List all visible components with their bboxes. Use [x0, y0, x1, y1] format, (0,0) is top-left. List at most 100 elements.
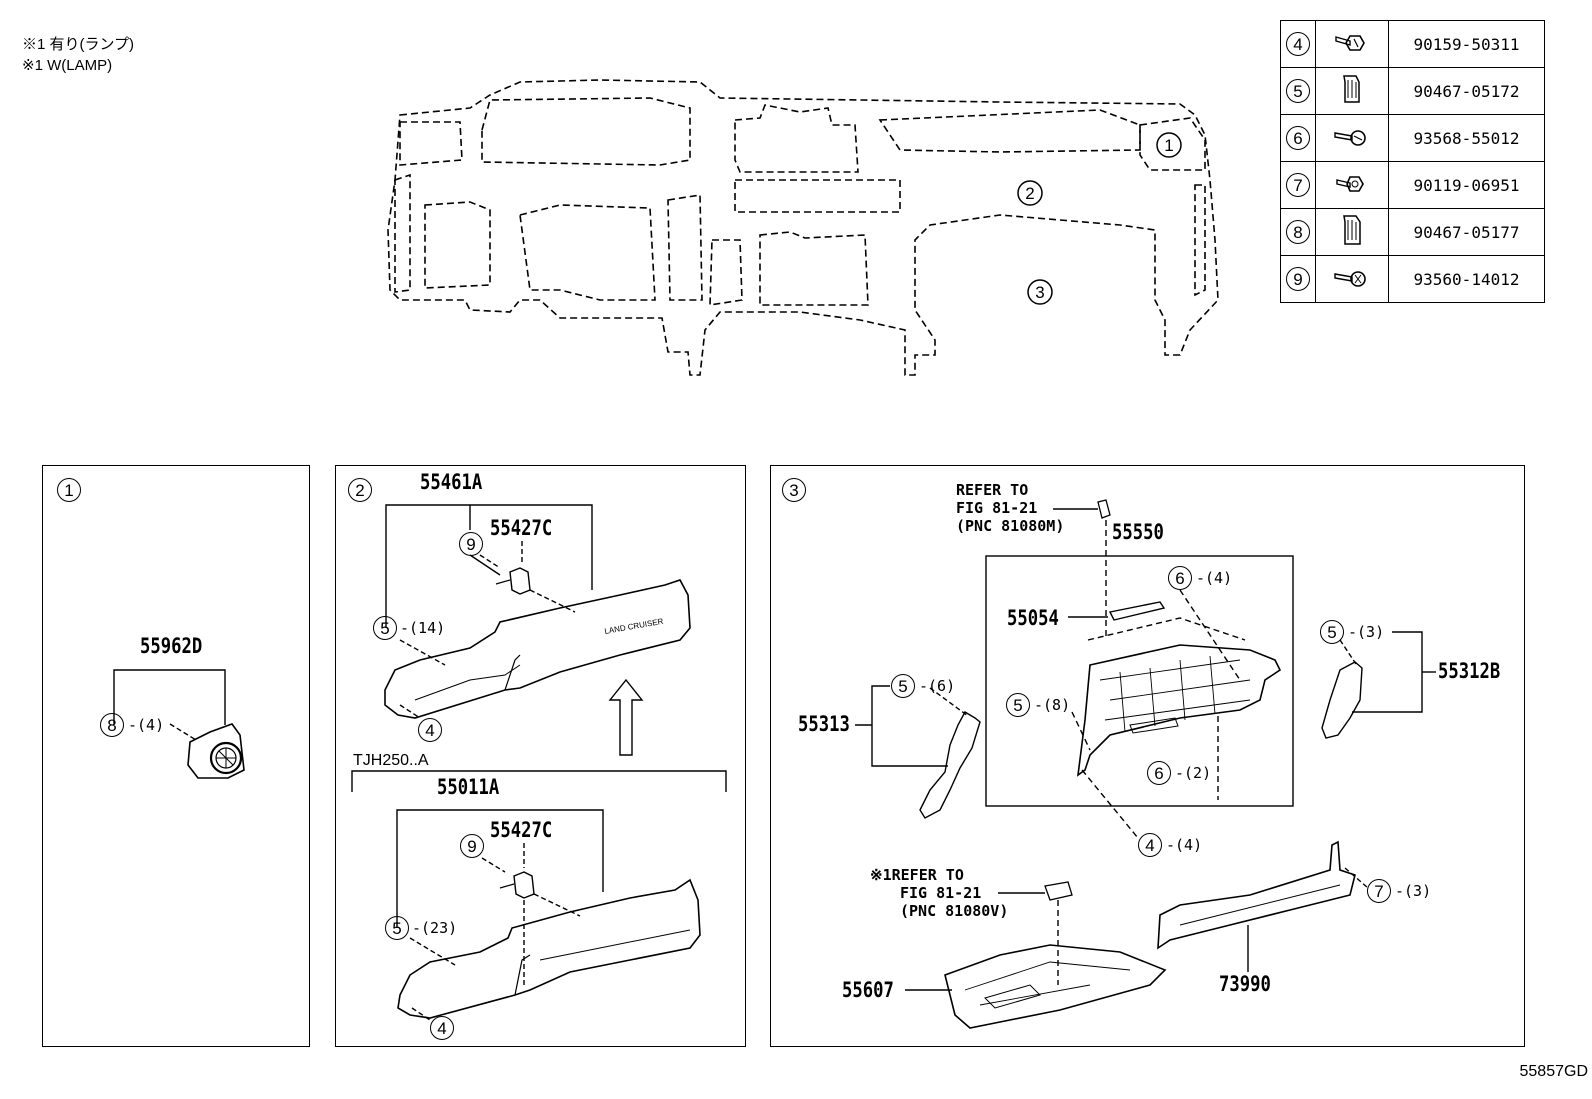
part-label-55313: 55313: [798, 712, 850, 736]
notes: ※1 有り(ランプ) ※1 W(LAMP): [22, 34, 134, 76]
damper-rod-55054: [1108, 601, 1166, 621]
left-knee-panel: [424, 201, 491, 289]
ref-number: 4: [1286, 32, 1310, 56]
overview-callout-3-circle: [1027, 279, 1053, 305]
ref-number: 8: [1286, 220, 1310, 244]
clip-55427C-upper: [495, 567, 531, 595]
callout-5-lower: 5: [385, 916, 409, 940]
leader-4-upper: [399, 704, 421, 719]
part-label-73990: 73990: [1219, 972, 1271, 996]
count-6a: -(4): [1196, 569, 1233, 587]
clip-icon: [1343, 214, 1361, 245]
count-5-lower: -(23): [412, 919, 458, 937]
count-5a: -(8): [1034, 696, 1071, 714]
part-number: 93560-14012: [1388, 255, 1545, 303]
part-label-55427C-lower: 55427C: [490, 818, 553, 842]
callout-9-lower: 9: [460, 834, 484, 858]
count-8: -(4): [128, 716, 165, 734]
detail-panel-3: [770, 465, 1525, 1047]
center-stack-upper: [734, 104, 859, 173]
leader-4: [1081, 769, 1139, 839]
detail-panel-1: [42, 465, 310, 1047]
glove-box-drawing: [1076, 644, 1282, 777]
part-label-55962D: 55962D: [140, 634, 203, 658]
clip-55427C-lower: [499, 871, 535, 899]
emblem-text: LAND CRUISER: [604, 617, 664, 636]
glove-box-dash-frame: [1087, 589, 1246, 681]
count-5-upper: -(14): [400, 619, 446, 637]
callout-5b: 5: [891, 674, 915, 698]
leader-5c: [1339, 639, 1357, 665]
ref-number: 6: [1286, 126, 1310, 150]
refer-a-connector: [1097, 499, 1111, 519]
table-row: 7 90119-06951: [1280, 161, 1545, 209]
refer-b-connector: [1044, 881, 1073, 901]
part-label-55054: 55054: [1007, 606, 1059, 630]
garnish-upper-drawing: LAND CRUISER: [384, 579, 691, 719]
part-number: 93568-55012: [1388, 114, 1545, 162]
screw-icon: [1335, 34, 1365, 51]
part-label-55550: 55550: [1112, 520, 1164, 544]
figure-id: 55857GD: [1519, 1063, 1589, 1080]
refer-note-b: ※1REFER TO FIG 81-21 (PNC 81080V): [870, 866, 1009, 920]
table-row: 6 93568-55012: [1280, 114, 1545, 162]
ref-number: 9: [1286, 267, 1310, 291]
bracket-55313: [871, 685, 948, 767]
part-label-55461A: 55461A: [420, 470, 483, 494]
part-label-55312B: 55312B: [1438, 659, 1501, 683]
fastener-parts-table: 4 90159-50311 5 90467-05172 6 93568-5501…: [1280, 20, 1545, 303]
part-number: 90119-06951: [1388, 161, 1545, 209]
leader-5-lower: [409, 937, 456, 966]
callout-4: 4: [1138, 833, 1162, 857]
count-4: -(4): [1166, 836, 1203, 854]
leader-5-upper: [399, 639, 446, 666]
overview-callout-3: 3: [1035, 283, 1044, 302]
leader-5a: [1071, 711, 1091, 751]
count-5b: -(6): [919, 677, 956, 695]
variant-label: TJH250..A: [353, 752, 429, 769]
count-7: -(3): [1395, 882, 1432, 900]
note-jp: ※1 有り(ランプ): [22, 36, 135, 53]
bracket-55011A: [396, 809, 604, 928]
part-label-55427C-upper: 55427C: [490, 516, 553, 540]
left-vent: [399, 121, 463, 166]
bracket-55461A: [385, 504, 593, 628]
vent-assembly-drawing: [187, 723, 245, 779]
column-cover: [519, 204, 656, 301]
table-row: 9 93560-14012: [1280, 255, 1545, 303]
panel-3-id: 3: [782, 478, 806, 502]
leader-9-upper: [479, 554, 576, 613]
note-en: ※1 W(LAMP): [22, 57, 113, 74]
bracket-55427C-upper: [469, 505, 501, 576]
callout-6b: 6: [1147, 761, 1171, 785]
part-label-55011A: 55011A: [437, 775, 500, 799]
panel-73990-drawing: [1157, 840, 1356, 950]
bracket-55312B: [1352, 631, 1423, 713]
panel-1-id: 1: [57, 478, 81, 502]
callout-4-upper: 4: [418, 718, 442, 742]
up-arrow: [608, 678, 644, 756]
ref-number: 5: [1286, 79, 1310, 103]
callout-5-upper: 5: [373, 616, 397, 640]
detail-panel-2: [335, 465, 746, 1047]
right-upper-trim: [878, 109, 1141, 153]
ref-number: 7: [1286, 173, 1310, 197]
right-vent: [1139, 117, 1206, 171]
refer-note-a: REFER TO FIG 81-21 (PNC 81080M): [956, 481, 1065, 535]
overview-callout-1-circle: [1156, 132, 1182, 158]
callout-5c: 5: [1320, 620, 1344, 644]
trim-55312B-drawing: [1321, 661, 1363, 739]
center-left-bezel: [667, 194, 703, 301]
overview-callout-1: 1: [1164, 136, 1173, 155]
tray-55607-drawing: [944, 944, 1167, 1029]
overview-callout-2-circle: [1017, 180, 1043, 206]
callout-6a: 6: [1168, 566, 1192, 590]
leader-7: [1344, 867, 1369, 889]
leader-8: [169, 723, 197, 741]
screw-icon: [1334, 129, 1366, 146]
part-label-55607: 55607: [842, 978, 894, 1002]
count-6b: -(2): [1175, 764, 1212, 782]
callout-4-lower: 4: [430, 1016, 454, 1040]
